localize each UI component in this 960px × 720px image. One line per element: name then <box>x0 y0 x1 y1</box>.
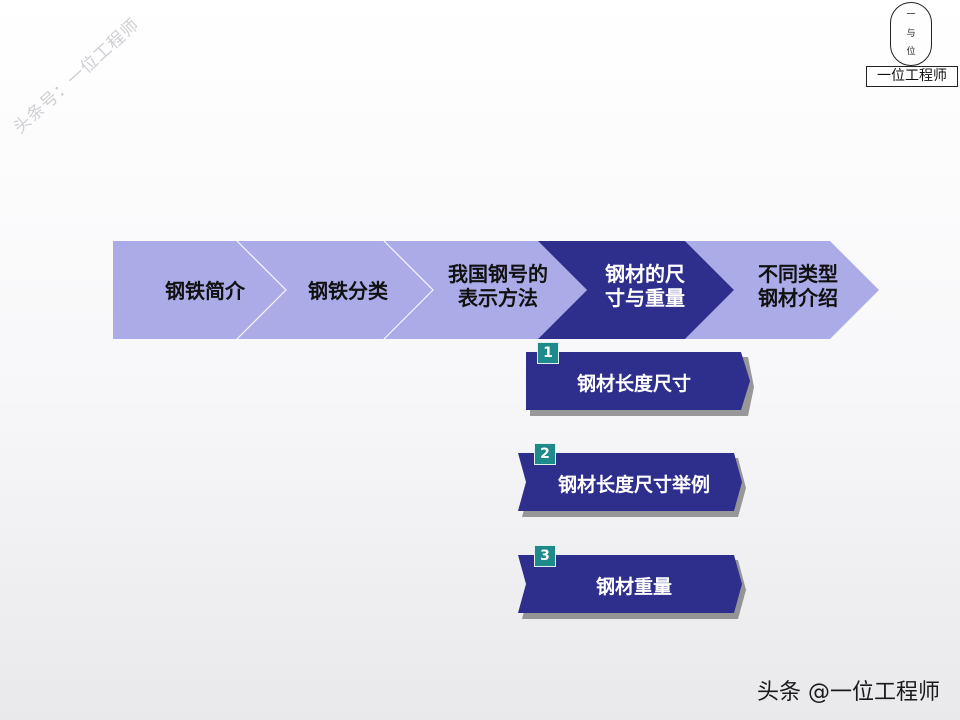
chevron-4-line-1: 钢材的尺 <box>605 262 685 286</box>
sub-item-1[interactable]: 钢材长度尺寸 <box>526 352 754 416</box>
sub-item-2[interactable]: 钢材长度尺寸举例 <box>518 453 746 517</box>
chevron-5-line-2: 钢材介绍 <box>758 286 838 310</box>
chevron-3-label: 我国钢号的 表示方法 <box>428 262 568 310</box>
logo-char-1: 一 <box>906 10 916 20</box>
sub-item-3-label: 钢材重量 <box>595 576 672 598</box>
chevron-3[interactable] <box>384 241 587 339</box>
chevron-5-line-1: 不同类型 <box>758 262 838 286</box>
chevron-4[interactable] <box>538 241 734 339</box>
process-flow <box>113 240 879 340</box>
sub-item-2-label: 钢材长度尺寸举例 <box>557 474 710 496</box>
logo-char-2: 与 <box>906 29 916 39</box>
sub-item-1-label: 钢材长度尺寸 <box>576 373 691 395</box>
chevron-5[interactable] <box>685 241 879 339</box>
chevron-1[interactable] <box>113 241 286 339</box>
logo: 一 与 位 一位工程师 <box>866 2 958 88</box>
sub-item-3-badge: 3 <box>534 545 556 567</box>
sub-item-1-badge: 1 <box>537 342 559 364</box>
chevron-5-label: 不同类型 钢材介绍 <box>733 262 863 310</box>
chevron-1-label: 钢铁简介 <box>165 279 245 303</box>
sub-item-2-badge: 2 <box>534 443 556 465</box>
chevron-3-line-1: 我国钢号的 <box>448 262 548 286</box>
footer-watermark: 头条 @一位工程师 <box>757 680 940 705</box>
chevron-4-label: 钢材的尺 寸与重量 <box>580 262 710 310</box>
logo-seal: 一 与 位 <box>890 2 932 66</box>
sub-item-3[interactable]: 钢材重量 <box>518 555 746 619</box>
chevron-2[interactable] <box>237 241 433 339</box>
chevron-3-line-2: 表示方法 <box>458 286 538 310</box>
logo-label: 一位工程师 <box>866 66 958 87</box>
logo-char-3: 位 <box>906 47 916 57</box>
chevron-4-line-2: 寸与重量 <box>605 286 685 310</box>
chevron-2-label: 钢铁分类 <box>308 279 388 303</box>
